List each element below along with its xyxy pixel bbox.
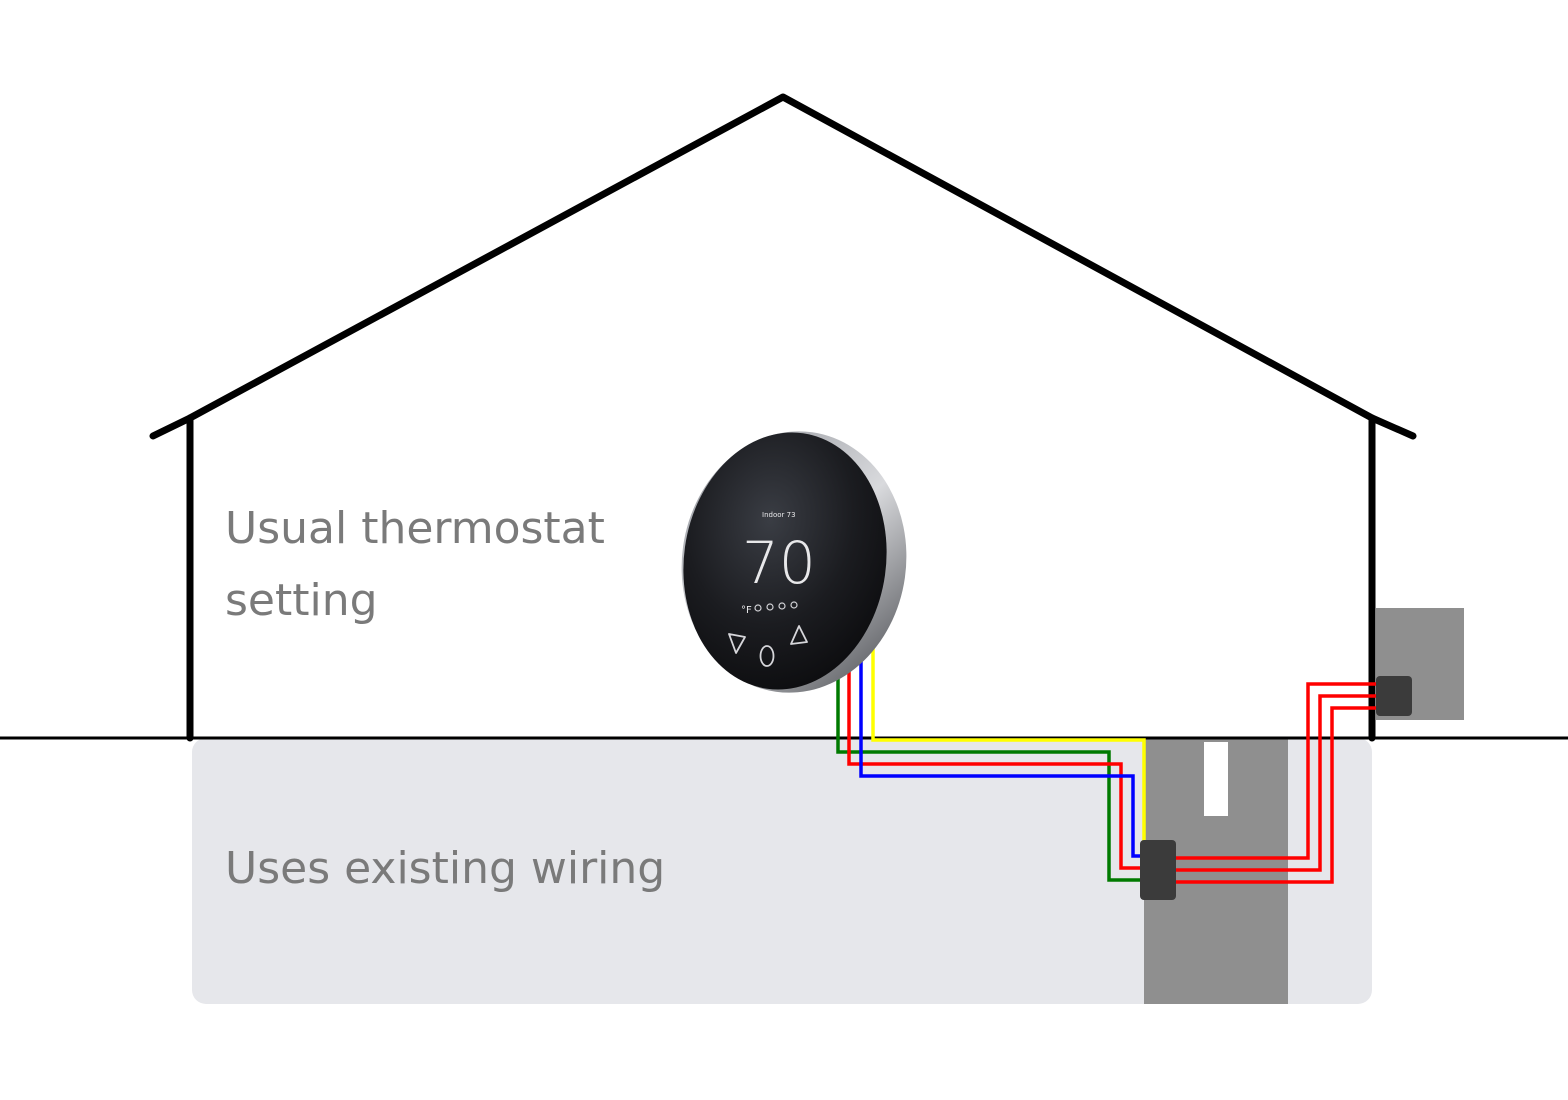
fan-mode-icon <box>766 603 774 611</box>
roof-line <box>149 93 1417 440</box>
eco-mode-icon <box>778 602 786 610</box>
furnace-vent-slot <box>1204 742 1228 816</box>
mode-icons <box>754 601 798 612</box>
temperature-unit: °F <box>741 605 752 616</box>
upper-label-line1: Usual thermostat <box>225 503 605 554</box>
select-button-icon <box>759 645 775 667</box>
outdoor-wires <box>1174 682 1380 884</box>
thermostat-wires <box>836 634 1146 882</box>
temp-down-icon <box>728 633 746 654</box>
wire-red-a <box>847 660 1146 870</box>
thermostat-face <box>683 432 887 690</box>
basement-area <box>192 738 1372 1004</box>
temp-up-icon <box>790 625 808 645</box>
upper-label-line2: setting <box>225 575 378 626</box>
lower-label: Uses existing wiring <box>225 843 665 894</box>
outdoor-junction-box <box>1376 676 1412 716</box>
wire-blue <box>859 646 1146 858</box>
thermostat-buttons <box>728 625 808 667</box>
settings-icon <box>790 601 798 609</box>
wire-green <box>836 668 1146 882</box>
indoor-temperature-label: Indoor 73 <box>762 511 796 519</box>
wire-yellow <box>871 634 1146 862</box>
wire-red-c <box>1174 694 1380 872</box>
furnace-junction-box <box>1140 840 1176 900</box>
setpoint-temperature: 70 <box>742 529 816 597</box>
thermostat-device: Indoor 73 70 °F <box>681 431 907 693</box>
wire-red-b <box>1174 682 1380 860</box>
wire-red-d <box>1174 706 1380 884</box>
cool-mode-icon <box>754 604 762 612</box>
